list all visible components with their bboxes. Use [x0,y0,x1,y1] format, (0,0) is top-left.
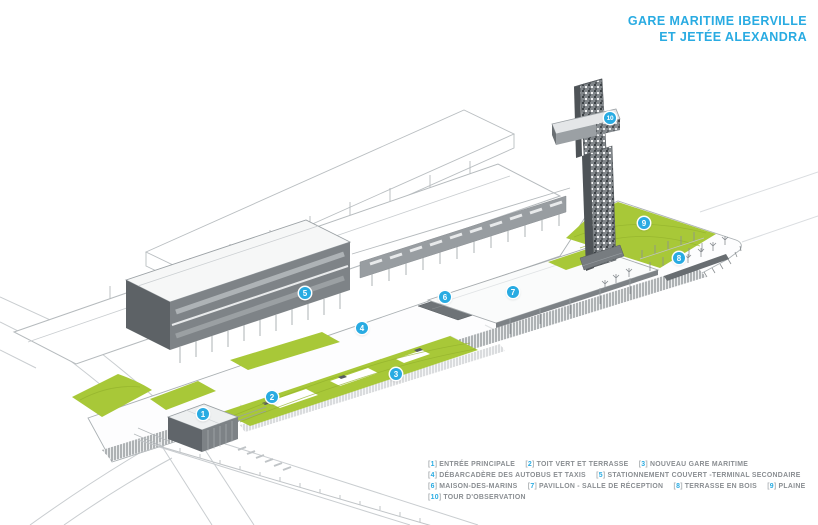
legend-item-9: [9]PLAINE [767,483,806,490]
page-title-line2: ET JETÉE ALEXANDRA [659,30,807,44]
terminal-left-block [124,219,352,363]
plan-marker-6: 6 [438,290,452,304]
legend-item-10: [10]TOUR D'OBSERVATION [428,494,526,501]
page-title: GARE MARITIME IBERVILLE ET JETÉE ALEXAND… [628,13,807,45]
plan-marker-7: 7 [506,285,520,299]
legend: [1]ENTRÉE PRINCIPALE [2]TOIT VERT ET TER… [428,459,814,503]
plan-marker-3: 3 [389,367,403,381]
legend-item-1: [1]ENTRÉE PRINCIPALE [428,461,516,468]
plan-marker-4: 4 [355,321,369,335]
plan-marker-8: 8 [672,251,686,265]
legend-line-1: [1]ENTRÉE PRINCIPALE [2]TOIT VERT ET TER… [428,459,814,470]
legend-item-3: [3]NOUVEAU GARE MARITIME [638,461,749,468]
legend-item-4: [4]DÉBARCADÈRE DES AUTOBUS ET TAXIS [428,472,586,479]
observation-tower [551,78,625,271]
legend-item-7: [7]PAVILLON - SALLE DE RÉCEPTION [527,483,664,490]
terminal-long-band [351,187,571,286]
legend-item-6: [6]MAISON-DES-MARINS [428,483,518,490]
crosswalk-markings [237,446,292,471]
legend-item-2: [2]TOIT VERT ET TERRASSE [525,461,629,468]
legend-line-3: [6]MAISON-DES-MARINS [7]PAVILLON - SALLE… [428,481,814,492]
legend-line-4: [10]TOUR D'OBSERVATION [428,492,814,503]
trees [601,236,729,289]
plan-marker-1: 1 [196,407,210,421]
legend-item-5: [5]STATIONNEMENT COUVERT -TERMINAL SECON… [596,472,801,479]
background-shore-lines [699,171,818,243]
plan-marker-2: 2 [265,390,279,404]
wood-terrace [639,232,729,281]
legend-item-8: [8]TERRASSE EN BOIS [673,483,758,490]
page-title-line1: GARE MARITIME IBERVILLE [627,14,807,28]
plan-marker-5: 5 [298,286,312,300]
legend-line-2: [4]DÉBARCADÈRE DES AUTOBUS ET TAXIS [5]S… [428,470,814,481]
plan-marker-10: 10 [603,111,617,125]
plan-marker-9: 9 [637,216,651,230]
